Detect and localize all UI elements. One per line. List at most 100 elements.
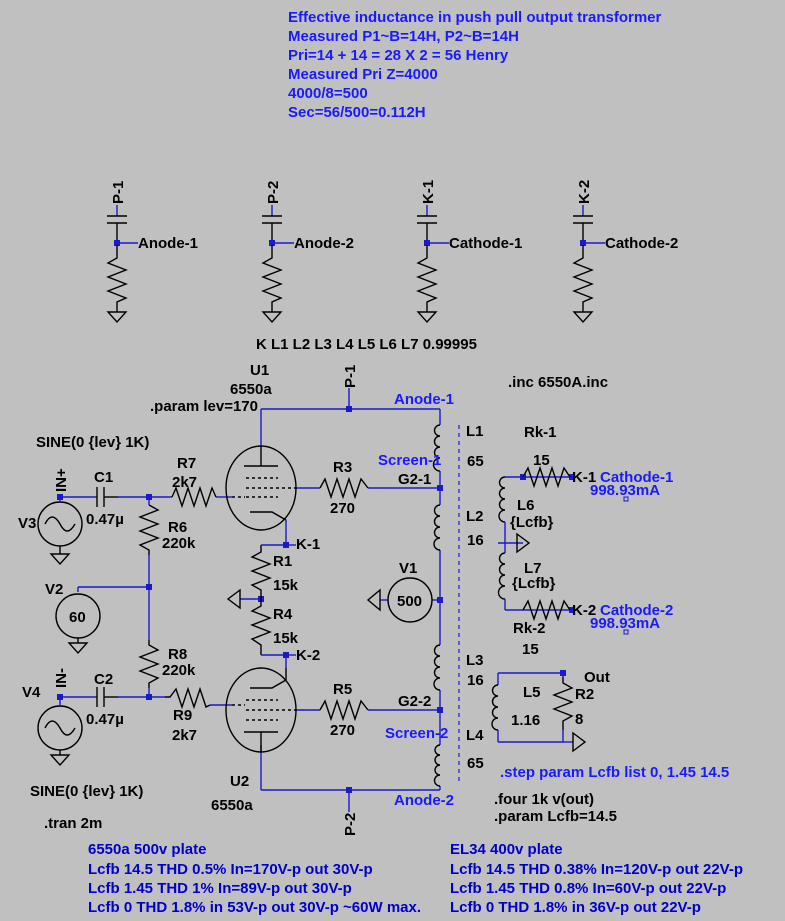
l3-value: 16 [467, 672, 484, 689]
probe-cap-p1[interactable]: P-1 Anode-1 [106, 181, 198, 323]
r4-value: 15k [273, 630, 299, 647]
resistor-r5[interactable]: R5 270 [319, 681, 369, 739]
net-p2: P-2 [342, 813, 359, 836]
c1-value: 0.47µ [86, 511, 124, 528]
source-v1[interactable]: V1 500 [366, 560, 433, 623]
header-note: Sec=56/500=0.112H [288, 104, 426, 121]
resistor-r7[interactable]: R7 2k7 [171, 455, 217, 509]
v1-value: 500 [397, 593, 422, 610]
v1-ref: V1 [399, 560, 417, 577]
source-v2[interactable]: V2 60 [45, 581, 101, 654]
tube-u2[interactable]: U2 6550a [211, 667, 297, 814]
capacitor-c2[interactable]: C2 0.47µ [86, 671, 124, 728]
net-cathode1-probe: Cathode-1 [600, 469, 673, 486]
resistor-r4[interactable]: R4 15k [250, 599, 299, 656]
probe-cap-k2[interactable]: K-2 Cathode-2 [572, 180, 678, 323]
transformer-primary[interactable]: L1 65 L2 16 L3 16 L4 65 [432, 423, 485, 787]
step-directive: .step param Lcfb list 0, 1.45 14.5 [500, 764, 729, 781]
v3-value: SINE(0 {lev} 1K) [36, 434, 149, 451]
port-label: P-1 [110, 181, 127, 204]
tube-u1[interactable]: U1 6550a [225, 362, 297, 531]
v3-ref: V3 [18, 515, 36, 532]
net-in-minus: IN- [53, 668, 70, 688]
inductor-l7[interactable]: L7 {Lcfb} [497, 543, 556, 610]
c1-ref: C1 [94, 469, 113, 486]
l6-ref: L6 [517, 497, 535, 514]
resistor-rk2[interactable]: Rk-2 15 [513, 598, 571, 658]
net-label: Cathode-1 [449, 235, 522, 252]
net-k1-right: K-1 [572, 469, 596, 486]
u1-ref: U1 [250, 362, 269, 379]
rk1-value: 15 [533, 452, 550, 469]
net-cathode2-probe: Cathode-2 [600, 602, 673, 619]
source-v3[interactable]: V3 IN+ [18, 468, 83, 565]
net-screen1: Screen-1 [378, 452, 441, 469]
v4-value: SINE(0 {lev} 1K) [30, 783, 143, 800]
rk2-ref: Rk-2 [513, 620, 546, 637]
r9-value: 2k7 [172, 727, 197, 744]
inductor-l6[interactable]: L6 {Lcfb} [498, 476, 554, 543]
resistor-r8[interactable]: R8 220k [138, 640, 196, 688]
resistor-r9[interactable]: R9 2k7 [165, 686, 211, 744]
r8-value: 220k [162, 662, 196, 679]
result-note: EL34 400v plate [450, 841, 563, 858]
l2-ref: L2 [466, 508, 484, 525]
resistor-r3[interactable]: R3 270 [319, 459, 369, 517]
v2-value: 60 [69, 609, 86, 626]
net-in-plus: IN+ [53, 468, 70, 492]
source-v4[interactable]: V4 IN- [22, 668, 83, 766]
probe-cap-k1[interactable]: K-1 Cathode-1 [416, 180, 522, 323]
r2-value: 8 [575, 711, 583, 728]
u2-ref: U2 [230, 773, 249, 790]
probe-cap-p2[interactable]: P-2 Anode-2 [261, 181, 354, 323]
coupling-directive: K L1 L2 L3 L4 L5 L6 L7 0.99995 [256, 336, 477, 353]
r2-ref: R2 [575, 686, 594, 703]
r4-ref: R4 [273, 606, 293, 623]
r7-ref: R7 [177, 455, 196, 472]
ground-l6 [516, 532, 531, 554]
inductor-l5[interactable]: L5 1.16 [491, 673, 541, 742]
results-right: EL34 400v plate Lcfb 14.5 THD 0.38% In=1… [450, 841, 743, 916]
ground-out [572, 731, 587, 753]
net-anode1: Anode-1 [394, 391, 454, 408]
header-notes: Effective inductance in push pull output… [288, 9, 662, 121]
resistor-r1[interactable]: R1 15k [250, 544, 299, 599]
net-label: Cathode-2 [605, 235, 678, 252]
ground-cathode [226, 588, 241, 610]
r9-ref: R9 [173, 707, 192, 724]
header-note: Effective inductance in push pull output… [288, 9, 662, 26]
port-label: K-1 [420, 180, 437, 204]
capacitor-c1[interactable]: C1 0.47µ [86, 469, 124, 528]
l4-value: 65 [467, 755, 484, 772]
resistor-r6[interactable]: R6 220k [138, 504, 196, 555]
l1-value: 65 [467, 453, 484, 470]
port-label: P-2 [265, 181, 282, 204]
wires [60, 388, 572, 812]
resistor-rk1[interactable]: Rk-1 15 [522, 424, 571, 489]
u2-model: 6550a [211, 797, 253, 814]
resistor-r2[interactable]: R2 8 [552, 677, 594, 730]
net-k2: K-2 [296, 647, 320, 664]
result-note: Lcfb 14.5 THD 0.38% In=120V-p out 22V-p [450, 861, 743, 878]
r5-value: 270 [330, 722, 355, 739]
header-note: Pri=14 + 14 = 28 X 2 = 56 Henry [288, 47, 509, 64]
net-k1: K-1 [296, 536, 320, 553]
r6-value: 220k [162, 535, 196, 552]
results-left: 6550a 500v plate Lcfb 14.5 THD 0.5% In=1… [88, 841, 421, 916]
c2-value: 0.47µ [86, 711, 124, 728]
net-screen2: Screen-2 [385, 725, 448, 742]
r5-ref: R5 [333, 681, 352, 698]
rk2-value: 15 [522, 641, 539, 658]
net-k2-right: K-2 [572, 602, 596, 619]
net-g21: G2-1 [398, 471, 431, 488]
rk1-ref: Rk-1 [524, 424, 557, 441]
tran-directive: .tran 2m [44, 815, 102, 832]
r1-value: 15k [273, 577, 299, 594]
net-anode2: Anode-2 [394, 792, 454, 809]
result-note: Lcfb 0 THD 1.8% in 53V-p out 30V-p ~60W … [88, 899, 421, 916]
r7-value: 2k7 [172, 474, 197, 491]
u1-model: 6550a [230, 381, 272, 398]
net-label: Anode-1 [138, 235, 198, 252]
result-note: Lcfb 1.45 THD 0.8% In=60V-p out 22V-p [450, 880, 726, 897]
